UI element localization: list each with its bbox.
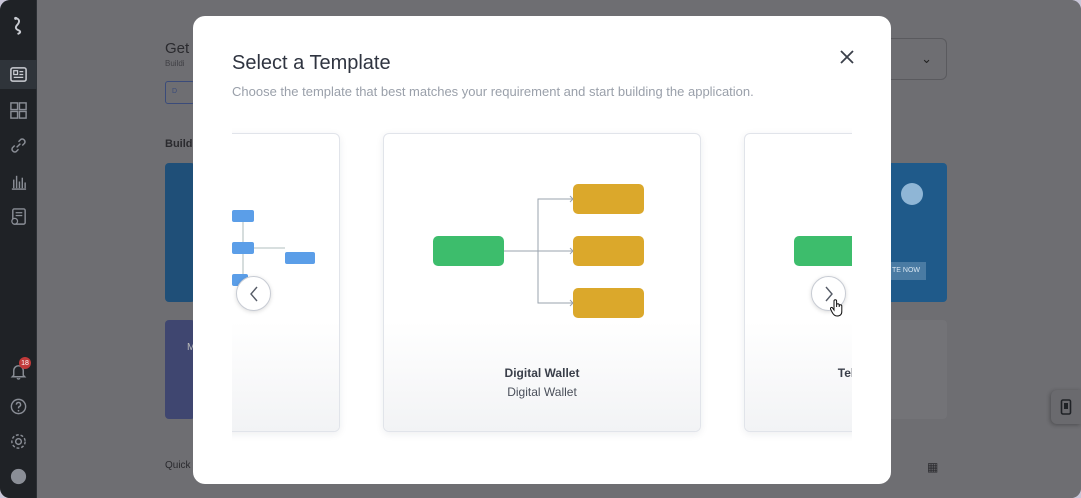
branch-node-3 <box>573 288 644 318</box>
link-icon[interactable] <box>8 135 29 156</box>
promo-card[interactable]: TE NOW <box>890 163 947 302</box>
template-name: Digital Wallet <box>504 366 580 380</box>
sidebar: 18 <box>0 0 37 498</box>
template-name: Telco <box>837 366 852 380</box>
close-button[interactable] <box>837 47 857 67</box>
carousel-prev-button[interactable] <box>236 276 271 311</box>
mobile-phone-icon <box>1060 399 1072 415</box>
logo-icon[interactable] <box>8 15 29 36</box>
close-icon <box>840 50 854 64</box>
page-subtitle: Buildi <box>165 59 185 68</box>
chevron-left-icon <box>249 286 258 301</box>
settings-gear-icon[interactable] <box>8 431 29 452</box>
mobile-preview-button[interactable] <box>1051 390 1081 424</box>
document-settings-icon[interactable] <box>8 206 29 227</box>
analytics-icon[interactable] <box>8 171 29 192</box>
modal-subtitle: Choose the template that best matches yo… <box>232 84 754 99</box>
dashboard-icon[interactable] <box>0 60 37 89</box>
notification-badge: 18 <box>19 357 31 369</box>
build-card[interactable] <box>165 163 195 302</box>
docs-button[interactable]: D <box>165 81 195 104</box>
branch-node-2 <box>573 236 644 266</box>
workspace-select[interactable]: ⌄ <box>890 38 947 80</box>
start-node <box>433 236 504 266</box>
template-card-digital-wallet[interactable]: Digital Wallet Digital Wallet <box>383 133 701 432</box>
apps-grid-icon[interactable] <box>8 100 29 121</box>
modal-title: Select a Template <box>232 52 391 74</box>
chevron-right-icon <box>824 286 833 301</box>
page-title: Get <box>165 40 190 57</box>
notifications-bell-icon[interactable]: 18 <box>8 357 31 382</box>
build-section-label: Build <box>165 138 193 150</box>
info-card[interactable] <box>890 320 947 419</box>
chevron-down-icon: ⌄ <box>921 51 932 66</box>
grid-view-icon[interactable]: ▦ <box>927 460 939 474</box>
card-fade <box>232 321 339 431</box>
promo-icon <box>901 183 923 205</box>
help-icon[interactable] <box>8 396 29 417</box>
flow-diagram-preview <box>433 184 644 318</box>
template-carousel: Digital Wallet Digital Wallet Telco <box>232 128 852 458</box>
template-modal: Select a Template Choose the template th… <box>193 16 891 484</box>
promo-cta-button[interactable]: TE NOW <box>890 262 926 280</box>
hand-cursor-icon <box>829 299 843 317</box>
flow-diagram-preview <box>794 236 852 266</box>
secondary-card[interactable]: M <box>165 320 195 419</box>
secondary-card-label: M <box>187 342 196 353</box>
card-fade <box>384 321 700 431</box>
template-description: Digital Wallet <box>507 385 577 399</box>
user-avatar[interactable] <box>8 466 29 487</box>
card-fade <box>745 321 852 431</box>
branch-node-1 <box>573 184 644 214</box>
docs-button-label: D <box>172 88 178 95</box>
quick-section-label: Quick <box>165 460 191 471</box>
